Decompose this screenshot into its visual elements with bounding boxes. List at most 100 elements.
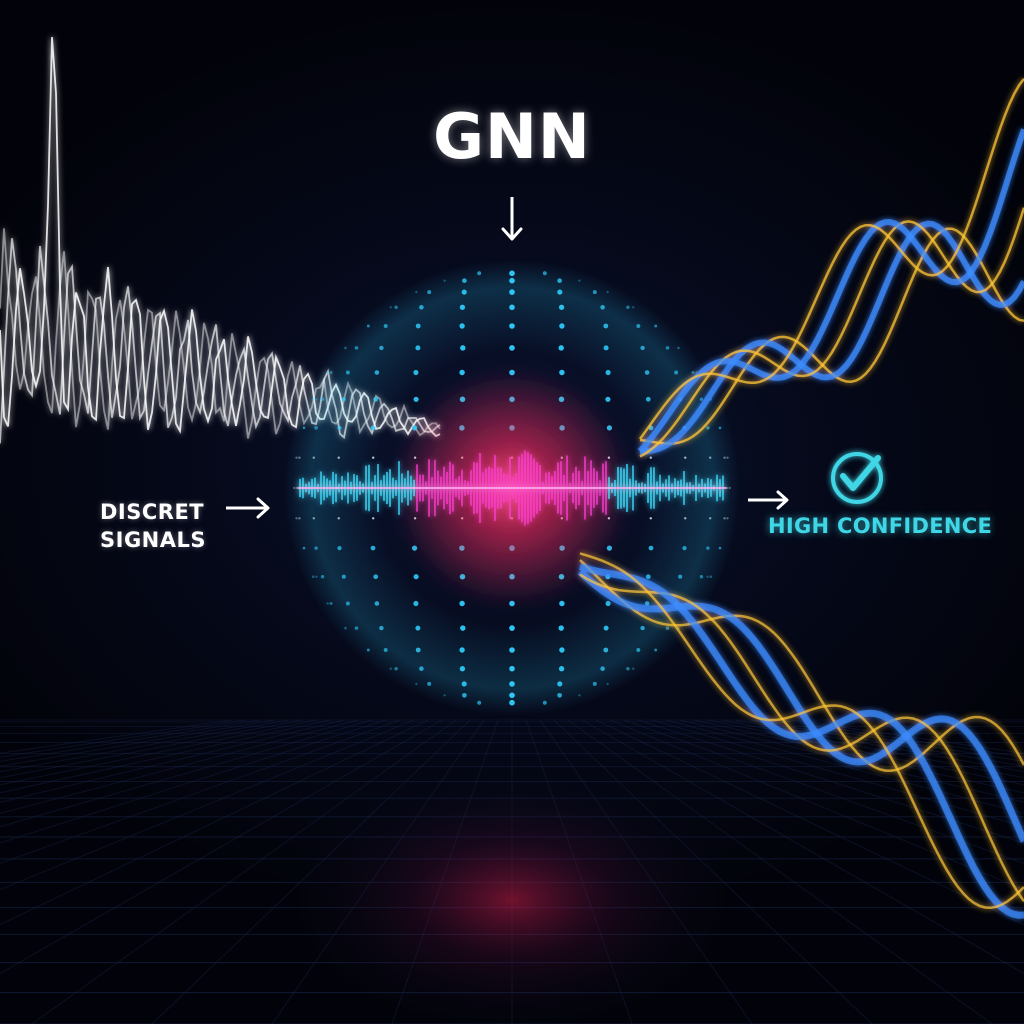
output-wave-line	[578, 563, 1024, 919]
sphere-node-dot	[366, 648, 370, 652]
sphere-node-dot	[302, 426, 306, 430]
sphere-node-dot	[329, 370, 333, 375]
sphere-node-dot	[649, 517, 652, 520]
sphere-node-dot	[312, 517, 315, 520]
sphere-node-dot	[337, 545, 342, 551]
sphere-node-dot	[606, 682, 609, 686]
grid-line	[735, 719, 1024, 773]
sphere-node-dot	[413, 396, 419, 402]
sphere-node-dot	[654, 648, 657, 652]
grid-line	[0, 719, 443, 975]
sphere-node-dot	[354, 346, 359, 350]
floor-reflection-glow	[292, 770, 732, 1024]
sphere-node-dot	[718, 546, 722, 550]
grid-line	[31, 719, 457, 1024]
grid-line	[0, 719, 429, 926]
sphere-node-dot	[427, 681, 432, 686]
sphere-node-dot	[383, 324, 388, 328]
sphere-node-dot	[372, 456, 375, 459]
input-label-line-1: DISCRET	[100, 500, 205, 524]
sphere-node-dot	[578, 279, 581, 282]
sphere-node-dot	[459, 666, 466, 672]
sphere-node-dot	[320, 397, 325, 401]
sphere-node-dot	[636, 648, 641, 652]
sphere-node-dot	[298, 456, 301, 459]
sphere-node-dot	[605, 369, 611, 376]
sphere-node-dot	[706, 546, 710, 550]
sphere-node-dot	[603, 345, 609, 351]
sphere-node-dot	[295, 456, 298, 459]
sphere-node-dot	[337, 456, 340, 459]
sphere-node-dot	[600, 305, 605, 310]
grid-line	[721, 719, 1024, 779]
grid-line	[0, 719, 331, 794]
sphere-node-dot	[636, 324, 641, 328]
sphere-node-dot	[460, 345, 466, 351]
sphere-node-dot	[314, 426, 318, 430]
sphere-node-dot	[341, 397, 346, 402]
output-wave-line	[579, 552, 1024, 910]
sphere-node-dot	[542, 700, 547, 705]
grid-line	[0, 719, 317, 786]
sphere-node-dot	[329, 601, 333, 606]
sphere-node-dot	[709, 517, 712, 520]
grid-line	[0, 719, 387, 844]
sphere-node-dot	[419, 305, 424, 310]
sphere-node-dot	[665, 626, 670, 630]
grid-line	[623, 719, 1024, 864]
sphere-node-dot	[718, 546, 722, 550]
discrete-signal-band	[298, 450, 726, 526]
sphere-node-dot	[302, 426, 306, 430]
sphere-node-dot	[311, 575, 315, 578]
sphere-node-dot	[654, 324, 657, 328]
sphere-node-dot	[460, 625, 466, 631]
output-label: HIGH CONFIDENCE	[768, 514, 993, 538]
sphere-node-dot	[709, 575, 713, 578]
grid-line	[0, 719, 345, 803]
arrow-right-icon	[226, 497, 270, 519]
sphere-node-dot	[394, 305, 398, 309]
sphere-node-dot	[326, 602, 329, 605]
sphere-node-dot	[578, 694, 581, 697]
sphere-node-dot	[726, 517, 729, 520]
grid-line	[595, 719, 1024, 926]
grid-line	[693, 719, 1024, 794]
sphere-node-dot	[296, 486, 299, 490]
sphere-node-dot	[373, 574, 379, 580]
sphere-node-dot	[345, 370, 350, 375]
sphere-node-dot	[298, 517, 301, 520]
sphere-node-dot	[682, 545, 687, 551]
sphere-node-dot	[632, 667, 635, 670]
sphere-node-dot	[725, 486, 728, 490]
sphere-node-dot	[648, 545, 654, 551]
grid-line	[665, 719, 1024, 814]
sphere-node-dot	[699, 397, 704, 401]
sphere-node-dot	[559, 600, 565, 607]
output-signal-waves	[577, 77, 1024, 919]
sphere-node-dot	[314, 546, 318, 550]
sphere-node-dot	[665, 346, 670, 350]
sphere-node-dot	[654, 324, 658, 328]
sphere-node-dot	[644, 601, 650, 606]
sphere-node-dot	[427, 290, 432, 295]
sphere-node-dot	[293, 486, 296, 490]
sphere-node-dot	[723, 517, 726, 520]
sphere-node-dot	[626, 667, 630, 671]
sphere-node-dot	[699, 575, 704, 579]
sphere-node-dot	[477, 700, 482, 705]
sphere-node-dot	[374, 370, 380, 375]
sphere-node-dot	[654, 648, 658, 652]
sphere-node-dot	[379, 345, 384, 351]
sphere-node-dot	[592, 290, 597, 295]
sphere-node-dot	[645, 396, 651, 402]
sphere-node-dot	[374, 601, 380, 606]
sphere-node-dot	[413, 600, 419, 607]
sphere-node-dot	[684, 517, 687, 520]
sphere-node-dot	[459, 304, 466, 310]
sphere-node-dot	[728, 486, 731, 490]
sphere-node-dot	[649, 456, 652, 459]
sphere-node-dot	[558, 666, 565, 672]
sphere-node-dot	[344, 346, 347, 350]
sphere-node-dot	[389, 306, 392, 309]
sphere-node-dot	[644, 370, 650, 375]
